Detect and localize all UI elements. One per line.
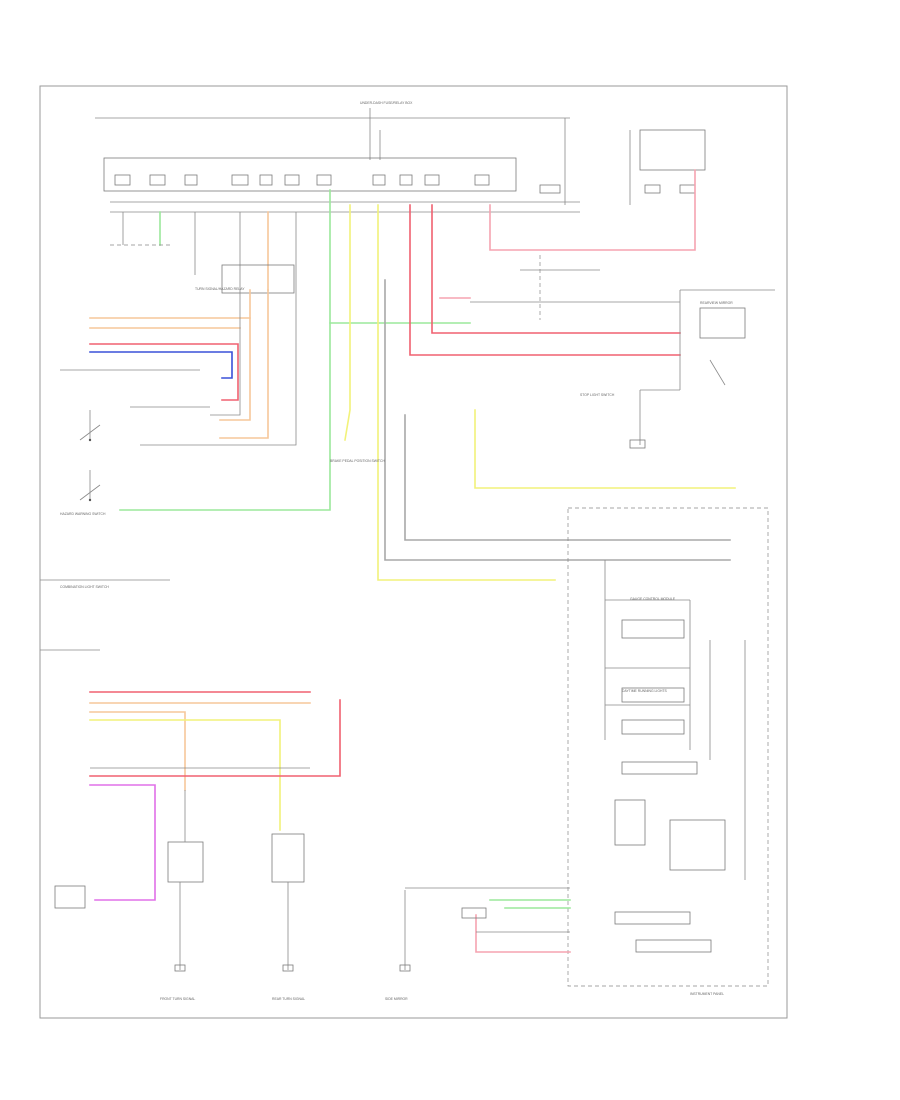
- gauge-control-module: [567, 507, 769, 987]
- label-rear-signal: REAR TURN SIGNAL: [272, 997, 305, 1001]
- blue-red-harness: [60, 290, 297, 446]
- label-stop-switch: STOP LIGHT SWITCH: [580, 393, 615, 397]
- label-gauge-module: GAUGE CONTROL MODULE: [630, 597, 676, 601]
- label-side-mirror: SIDE MIRROR: [385, 997, 408, 1001]
- green-signal-wire: [119, 189, 471, 511]
- label-fuse-box: UNDER-DASH FUSE/RELAY BOX: [360, 101, 413, 105]
- left-drop-wires: [110, 211, 297, 294]
- right-pink-wires: [409, 169, 696, 356]
- label-hazard-switch: HAZARD WARNING SWITCH: [60, 512, 106, 516]
- yellow-signal-wires: [344, 204, 736, 581]
- diagram-frame: [39, 85, 788, 1019]
- label-drl: DAYTIME RUNNING LIGHTS: [622, 689, 668, 693]
- fuse-connector-row: [110, 174, 696, 213]
- label-front-signal: FRONT TURN SIGNAL: [160, 997, 195, 1001]
- label-combination-switch: COMBINATION LIGHT SWITCH: [60, 585, 109, 589]
- right-switch-module: [629, 289, 775, 449]
- label-mirror: REARVIEW MIRROR: [700, 301, 733, 305]
- label-instrument-panel: INSTRUMENT PANEL: [690, 992, 724, 996]
- lamp-modules: [167, 790, 411, 972]
- top-power-bus: [95, 108, 706, 205]
- bottom-left-harness: [54, 691, 341, 909]
- hazard-switch-symbol: [79, 410, 101, 502]
- gray-wires: [384, 255, 731, 561]
- label-group: UNDER-DASH FUSE/RELAY BOX HAZARD WARNING…: [60, 101, 733, 1001]
- label-brake-switch: BRAKE PEDAL POSITION SWITCH: [330, 459, 385, 463]
- label-turn-relay: TURN SIGNAL/HAZARD RELAY: [195, 287, 245, 291]
- orange-harness: [89, 289, 269, 439]
- bottom-center-connector: [404, 887, 712, 970]
